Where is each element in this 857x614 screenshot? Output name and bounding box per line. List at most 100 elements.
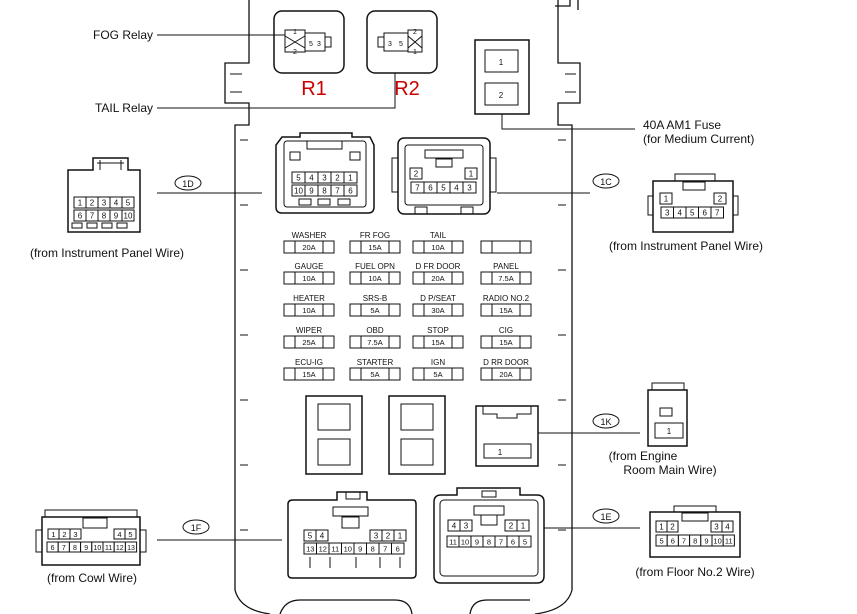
pin-label: 11: [105, 545, 112, 552]
tail-relay[interactable]: 3 5 2 1: [366, 10, 438, 74]
pin-label: 6: [348, 187, 353, 196]
pin-label: 8: [487, 538, 491, 547]
fuse-rating: 15A: [431, 338, 444, 347]
fog-relay-pin: 5: [309, 41, 313, 48]
pin-label: 1: [664, 195, 669, 204]
connector-1E-id: 1E: [600, 512, 611, 522]
pin-label: 2: [386, 532, 391, 541]
fuse-rating: 20A: [499, 370, 512, 379]
pin-label: 7: [90, 212, 95, 221]
fuse-rating: 10A: [302, 306, 315, 315]
fuse[interactable]: STOP 15A: [412, 326, 464, 349]
fuse[interactable]: D RR DOOR 20A: [480, 358, 532, 381]
fuse-rating: 10A: [302, 274, 315, 283]
pin-label: 3: [374, 532, 379, 541]
fuse-name: SRS-B: [363, 294, 387, 303]
fuse-rating: 7.5A: [498, 274, 513, 283]
pin-label: 4: [114, 199, 119, 208]
fuse-name: D RR DOOR: [483, 358, 529, 367]
fuse[interactable]: SRS-B 5A: [349, 294, 401, 317]
external-connector-1K[interactable]: 1: [647, 382, 688, 447]
fuse-rating: 5A: [370, 306, 379, 315]
fuse-rating: 5A: [370, 370, 379, 379]
pin-label: 2: [62, 530, 66, 539]
pin-label: 2: [718, 195, 723, 204]
fuse-name: STARTER: [357, 358, 394, 367]
fuse[interactable]: PANEL 7.5A: [480, 262, 532, 285]
connector-1E-source: (from Floor No.2 Wire): [635, 565, 754, 579]
am1-fuse-label: 40A AM1 Fuse: [643, 118, 721, 132]
connector-1C-id: 1C: [600, 177, 612, 187]
pin-label: 13: [127, 545, 135, 552]
pin-label: 9: [358, 545, 362, 554]
pin-label: 1: [51, 530, 55, 539]
pin-label: 7: [383, 545, 387, 554]
pin-label: 5: [690, 209, 695, 218]
pin-label: 6: [671, 537, 675, 546]
pin-label: 8: [322, 187, 327, 196]
fuse[interactable]: [480, 240, 532, 254]
pin-label: 1: [78, 199, 83, 208]
fuse-name: STOP: [427, 326, 449, 335]
pin-label: 2: [670, 523, 675, 532]
fog-relay-pin: 2: [293, 49, 297, 56]
pin-label: 13: [306, 545, 314, 554]
external-1K-pin: 1: [667, 427, 672, 436]
connector-1K-source-2: Room Main Wire): [623, 463, 716, 477]
fuse-name: FR FOG: [360, 231, 390, 240]
pin-label: 9: [475, 538, 479, 547]
am1-pin: 1: [499, 58, 504, 67]
tail-relay-pin: 2: [413, 29, 417, 36]
pin-label: 3: [73, 530, 77, 539]
pin-label: 3: [464, 522, 469, 531]
pin-label: 9: [114, 212, 119, 221]
fuse-name: ECU-IG: [295, 358, 323, 367]
fuse-rating: 15A: [499, 338, 512, 347]
fuse-rating: 7.5A: [367, 338, 382, 347]
fuse-rating: 15A: [368, 243, 381, 252]
pin-label: 5: [126, 199, 131, 208]
pin-label: 4: [320, 532, 325, 541]
fuse[interactable]: STARTER 5A: [349, 358, 401, 381]
pin-label: 6: [428, 184, 433, 193]
pin-label: 7: [62, 545, 66, 552]
pin-label: 7: [335, 187, 340, 196]
pin-label: 2: [335, 174, 340, 183]
pin-label: 6: [396, 545, 400, 554]
relay-socket-right[interactable]: [388, 395, 446, 475]
block-connector-1K[interactable]: 1: [475, 405, 539, 467]
am1-fuse[interactable]: 1 2: [474, 39, 530, 115]
connector-1D-id: 1D: [182, 179, 194, 189]
fuse[interactable]: FR FOG 15A: [349, 231, 401, 254]
pin-label: 8: [693, 537, 697, 546]
fog-relay[interactable]: 1 2 5 3: [273, 10, 345, 74]
fuse-name: PANEL: [493, 262, 519, 271]
fuse-name: IGN: [431, 358, 445, 367]
pin-label: 5: [441, 184, 446, 193]
pin-label: 4: [452, 522, 457, 531]
pin-label: 11: [449, 538, 457, 547]
relay-socket-left[interactable]: [305, 395, 363, 475]
tail-relay-pin: 3: [388, 41, 392, 48]
